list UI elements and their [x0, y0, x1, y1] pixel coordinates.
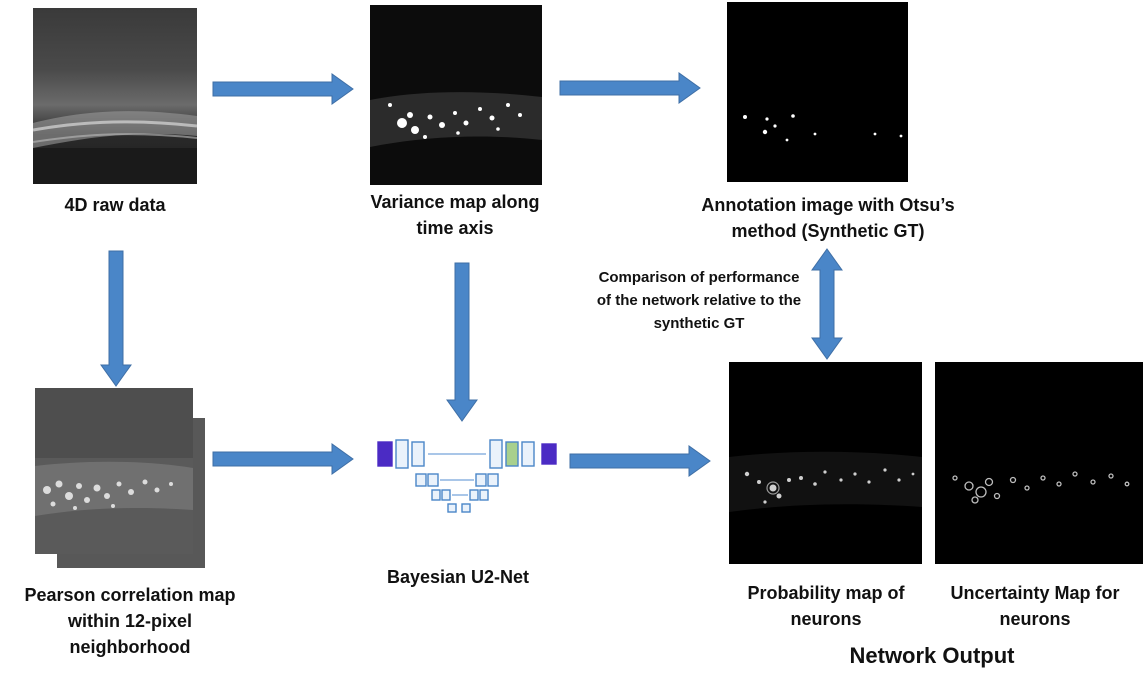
- arrow-unet-to-output: [569, 445, 711, 477]
- comparison-line-1: Comparison of performance: [598, 269, 800, 286]
- arrow-raw-to-pearson: [100, 250, 132, 387]
- bayesian-unet-label: Bayesian U2-Net: [358, 564, 558, 590]
- comparison-line-2: of the network relative to the: [596, 292, 802, 309]
- raw-data-label: 4D raw data: [15, 192, 215, 218]
- uncertainty-label-line-1: Uncertainty Map for: [950, 583, 1120, 603]
- annotation-label-line-2: method (Synthetic GT): [731, 221, 925, 241]
- probability-map-image: [729, 362, 922, 564]
- arrow-variance-to-unet: [446, 262, 478, 422]
- variance-map-image: [370, 5, 542, 185]
- pearson-map-label: Pearson correlation map within 12-pixel …: [0, 582, 260, 660]
- network-output-label: Network Output: [812, 643, 1052, 669]
- comparison-label: Comparison of performance of the network…: [568, 266, 830, 335]
- uncertainty-map-image: [935, 362, 1143, 564]
- annotation-label-line-1: Annotation image with Otsu’s: [701, 195, 955, 215]
- raw-data-image: [33, 8, 197, 184]
- arrow-comparison: [811, 248, 843, 360]
- comparison-line-3: synthetic GT: [653, 315, 745, 332]
- bayesian-unet-label-line: Bayesian U2-Net: [386, 567, 530, 587]
- arrow-variance-to-annotation: [559, 72, 701, 104]
- u-net-architecture-icon: [376, 436, 560, 518]
- raw-data-label-line: 4D raw data: [64, 195, 166, 215]
- probability-map-label: Probability map of neurons: [722, 580, 930, 632]
- uncertainty-map-label: Uncertainty Map for neurons: [930, 580, 1140, 632]
- arrow-pearson-to-unet: [212, 443, 354, 475]
- variance-label-line-2: time axis: [416, 218, 494, 238]
- pearson-label-line-3: neighborhood: [69, 637, 191, 657]
- pearson-label-line-2: within 12-pixel: [67, 611, 193, 631]
- pearson-label-line-1: Pearson correlation map: [24, 585, 236, 605]
- variance-map-label: Variance map along time axis: [340, 189, 570, 241]
- annotation-label: Annotation image with Otsu’s method (Syn…: [668, 192, 988, 244]
- pearson-map-stack: [35, 388, 207, 570]
- variance-label-line-1: Variance map along: [370, 192, 540, 212]
- probability-label-line-2: neurons: [790, 609, 862, 629]
- annotation-image: [727, 2, 908, 182]
- arrow-raw-to-variance: [212, 73, 354, 105]
- probability-label-line-1: Probability map of: [747, 583, 905, 603]
- uncertainty-label-line-2: neurons: [999, 609, 1071, 629]
- network-output-text: Network Output: [849, 643, 1015, 668]
